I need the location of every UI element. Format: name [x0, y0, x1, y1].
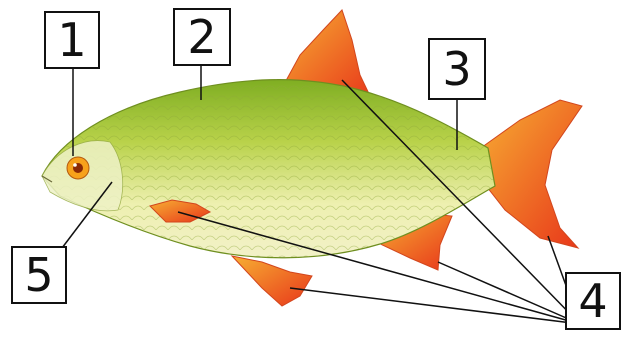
label-5: 5 [11, 246, 67, 304]
label-3: 3 [428, 38, 486, 100]
leader-4-pelvic [290, 288, 580, 324]
pelvic-fin [232, 256, 312, 306]
label-4: 4 [565, 272, 621, 330]
label-1: 1 [44, 11, 100, 69]
label-2: 2 [173, 8, 231, 66]
tail-fin [478, 100, 582, 248]
